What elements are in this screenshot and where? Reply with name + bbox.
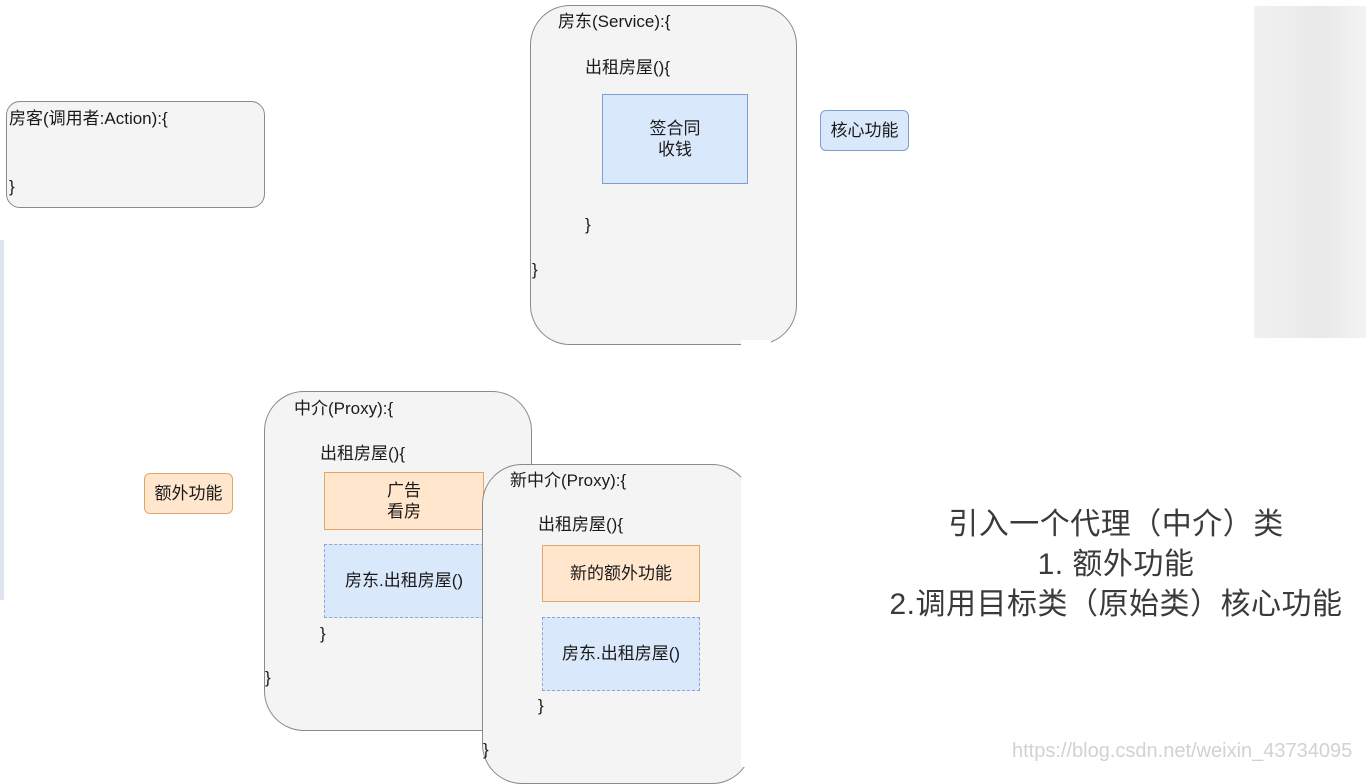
core-line-1: 签合同 bbox=[649, 118, 701, 138]
new-proxy-header: 新中介(Proxy):{ bbox=[510, 471, 627, 490]
new-proxy-call-box: 房东.出租房屋() bbox=[542, 617, 700, 691]
core-function-tag: 核心功能 bbox=[820, 110, 909, 151]
new-proxy-call-text: 房东.出租房屋() bbox=[561, 644, 681, 664]
landlord-method-close: } bbox=[585, 215, 591, 234]
proxy-call-box: 房东.出租房屋() bbox=[324, 544, 484, 618]
crop-mask bbox=[741, 340, 771, 767]
proxy-header: 中介(Proxy):{ bbox=[294, 399, 394, 418]
extra-function-tag: 额外功能 bbox=[144, 473, 233, 514]
new-extra-box: 新的额外功能 bbox=[542, 545, 700, 602]
new-proxy-close-brace: } bbox=[483, 740, 489, 759]
proxy-method-close: } bbox=[320, 624, 326, 643]
new-proxy-method-close: } bbox=[538, 696, 544, 715]
summary-text: 引入一个代理（中介）类 1. 额外功能 2.调用目标类（原始类）核心功能 bbox=[866, 505, 1366, 625]
proxy-extra-box: 广告 看房 bbox=[324, 472, 484, 530]
background-image-fragment bbox=[1254, 6, 1366, 338]
summary-line-3: 2.调用目标类（原始类）核心功能 bbox=[889, 588, 1343, 621]
landlord-header: 房东(Service):{ bbox=[558, 12, 671, 31]
landlord-method: 出租房屋(){ bbox=[585, 58, 670, 77]
watermark: https://blog.csdn.net/weixin_43734095 bbox=[1012, 740, 1353, 762]
tenant-panel bbox=[6, 101, 265, 208]
proxy-call-text: 房东.出租房屋() bbox=[344, 571, 464, 591]
core-function-box: 签合同 收钱 bbox=[602, 94, 748, 184]
extra-line-1: 广告 bbox=[387, 480, 421, 500]
proxy-close-brace: } bbox=[265, 668, 271, 687]
tenant-header: 房客(调用者:Action):{ bbox=[9, 109, 168, 128]
summary-line-2: 1. 额外功能 bbox=[1037, 548, 1195, 581]
proxy-method: 出租房屋(){ bbox=[320, 444, 405, 463]
left-edge-strip bbox=[0, 240, 4, 600]
new-proxy-method: 出租房屋(){ bbox=[538, 515, 623, 534]
extra-line-2: 看房 bbox=[387, 502, 421, 521]
landlord-close-brace: } bbox=[532, 260, 538, 279]
new-extra-text: 新的额外功能 bbox=[570, 563, 672, 583]
core-line-2: 收钱 bbox=[658, 140, 692, 159]
tenant-close-brace: } bbox=[9, 177, 15, 196]
summary-line-1: 引入一个代理（中介）类 bbox=[948, 508, 1284, 541]
